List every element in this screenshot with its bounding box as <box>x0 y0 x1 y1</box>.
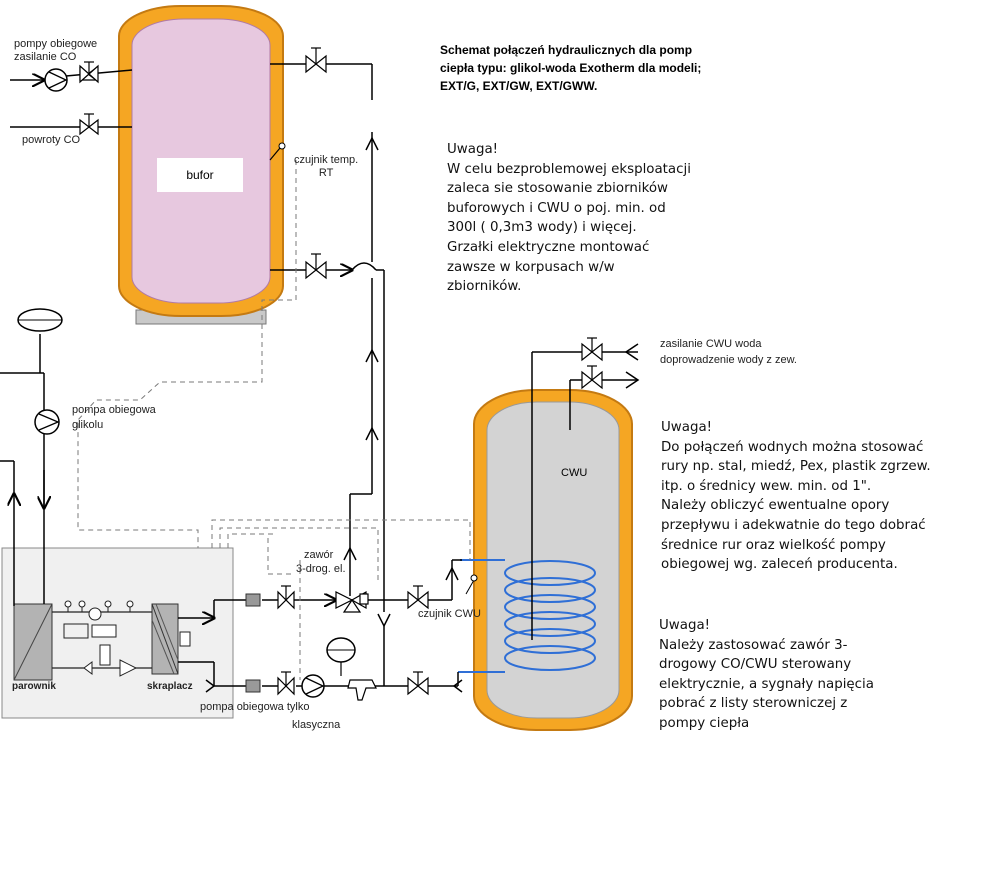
label-pompy-obiegowe: pompy obiegowe zasilanie CO <box>14 38 97 64</box>
cwu-tank-label: CWU <box>561 467 588 479</box>
note3-line: drogowy CO/CWU sterowany <box>659 657 852 673</box>
valve-buffer-bottom-icon <box>305 253 327 280</box>
valve-hp-return-icon <box>277 671 295 696</box>
note3-line: pobrać z listy sterowniczej z <box>659 696 848 712</box>
label-powroty-co: powroty CO <box>22 134 81 146</box>
three-way-valve-icon <box>335 590 369 613</box>
note-buffer-capacity: Uwaga! W celu bezproblemowej eksploatacj… <box>447 140 691 297</box>
label-czujnik-temp: czujnik temp. RT <box>294 154 358 180</box>
valve-buffer-top-icon <box>305 47 327 74</box>
label-zawor-3-drog: zawór 3-drog. el. <box>296 548 346 576</box>
label-pompy-obiegowe-line1: pompy obiegowe <box>14 38 98 50</box>
co-pipes <box>10 69 133 128</box>
note2-line: Do połączeń wodnych można stosować <box>661 439 924 455</box>
note-three-way-valve: Uwaga! Należy zastosować zawór 3- drogow… <box>659 616 874 734</box>
temperature-sensor-rt <box>269 142 286 161</box>
expansion-vessel-co <box>326 637 356 676</box>
note1-line: buforowych i CWU o poj. min. od <box>447 200 666 216</box>
pump-classic-icon <box>301 674 325 698</box>
note1-line: zawsze w korpusach w/w <box>447 259 615 275</box>
filter-supply-icon <box>245 593 261 607</box>
note3-line: elektrycznie, a sygnały napięcia <box>659 676 874 692</box>
label-zawor-line2: 3-drog. el. <box>296 563 346 575</box>
title-line1: Schemat połączeń hydraulicznych dla pomp <box>440 43 693 57</box>
title-line3: EXT/G, EXT/GW, EXT/GWW. <box>440 79 598 93</box>
note1-line: Grzałki elektryczne montować <box>447 239 650 255</box>
label-zasilanie-cwu-line2: doprowadzenie wody z zew. <box>660 354 797 366</box>
title-line2: ciepła typu: glikol-woda Exotherm dla mo… <box>440 61 702 75</box>
sensor-signal-lines <box>77 160 471 680</box>
note1-line: W celu bezproblemowej eksploatacji <box>447 161 691 177</box>
label-czujnik-cwu: czujnik CWU <box>418 608 481 620</box>
valve-hp-supply-icon <box>277 585 295 610</box>
note3-line: pompy ciepła <box>659 715 750 731</box>
note1-line: Uwaga! <box>447 142 499 157</box>
valve-cwu-coil-return-icon <box>407 671 429 696</box>
note3-line: Uwaga! <box>659 618 711 633</box>
label-skraplacz: skraplacz <box>147 681 193 692</box>
label-zasilanie-cwu: zasilanie CWU woda doprowadzenie wody z … <box>660 336 797 368</box>
note2-line: przepływu i adekwatnie do tego dobrać <box>661 517 926 533</box>
buffer-right-pipes <box>270 63 391 686</box>
label-pompa-klasyczna-line1: pompa obiegowa tylko <box>200 701 310 713</box>
label-zawor-line1: zawór <box>304 549 334 561</box>
note-pipes: Uwaga! Do połączeń wodnych można stosowa… <box>661 418 931 575</box>
pump-co-supply-icon <box>44 68 68 92</box>
cwu-tank <box>473 389 633 731</box>
expansion-vessel-brine <box>17 308 63 332</box>
buffer-tank-label: bufor <box>157 158 243 192</box>
label-zasilanie-cwu-line1: zasilanie CWU woda <box>660 338 762 350</box>
note2-line: obiegowej wg. zaleceń producenta. <box>661 557 898 573</box>
valve-cwu-supply-icon <box>581 337 603 362</box>
valve-cwu-coil-supply-icon <box>407 585 429 610</box>
note2-line: Uwaga! <box>661 420 713 435</box>
label-pompa-klasyczna: pompa obiegowa tylko klasyczna <box>200 698 340 734</box>
valve-cwu-cold-icon <box>581 365 603 390</box>
label-czujnik-temp-line1: czujnik temp. <box>294 154 359 166</box>
note2-line: rury np. stal, miedź, Pex, plastik zgrze… <box>661 459 931 475</box>
pump-glycol-icon <box>34 409 60 435</box>
cwu-sensor <box>465 574 478 595</box>
note2-line: Należy obliczyć ewentualne opory <box>661 498 890 514</box>
label-czujnik-temp-line2: RT <box>318 167 334 179</box>
diagram-title: Schemat połączeń hydraulicznych dla pomp… <box>440 41 740 95</box>
note1-line: zaleca sie stosowanie zbiorników <box>447 181 668 197</box>
cwu-heating-coil <box>458 559 596 673</box>
brine-circuit <box>0 334 44 494</box>
valve-co-supply-icon <box>79 61 99 84</box>
label-pompy-obiegowe-line2: zasilanie CO <box>14 51 77 63</box>
filter-return-icon <box>245 679 261 693</box>
label-pompa-glikolu-line1: pompa obiegowa <box>72 404 156 416</box>
note1-line: 300l ( 0,3m3 wody) i więcej. <box>447 220 637 236</box>
dirt-separator-icon <box>347 679 377 701</box>
note1-line: zbiorników. <box>447 279 522 295</box>
valve-co-return-icon <box>79 113 99 136</box>
label-pompa-glikolu-line2: glikolu <box>72 419 104 431</box>
heat-pump-supply-line <box>213 559 462 618</box>
label-pompa-klasyczna-line2: klasyczna <box>292 719 341 731</box>
heat-pump-unit <box>1 373 234 719</box>
heat-pump-return-line <box>205 662 463 693</box>
note2-line: itp. o średnicy wew. min. od 1". <box>661 478 872 494</box>
note2-line: średnice rur oraz wielkość pompy <box>661 537 886 553</box>
note3-line: Należy zastosować zawór 3- <box>659 637 848 653</box>
cwu-water-pipes <box>531 343 640 640</box>
label-pompa-glikolu: pompa obiegowa glikolu <box>72 403 156 433</box>
label-parownik: parownik <box>12 681 56 692</box>
